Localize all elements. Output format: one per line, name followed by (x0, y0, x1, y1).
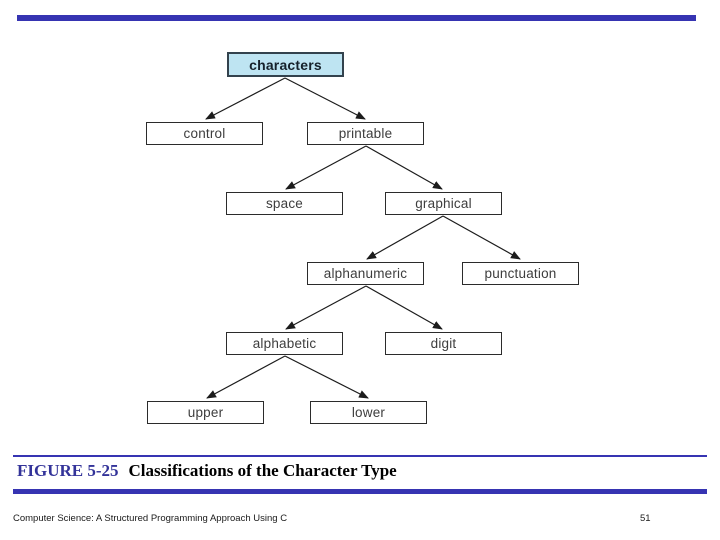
edge-alphabetic-upper (206, 355, 286, 399)
node-upper: upper (147, 401, 264, 424)
figure-label: FIGURE 5-25 (17, 461, 119, 480)
tree-edges (205, 77, 521, 399)
tree-diagram: characters control printable space graph… (146, 52, 579, 424)
node-alphabetic: alphabetic (226, 332, 343, 355)
edge-alphanumeric-digit (365, 285, 443, 330)
edge-graphical-punctuation (442, 215, 521, 260)
caption-top-rule (13, 455, 707, 457)
edge-printable-space (285, 145, 367, 190)
caption-bottom-rule (13, 489, 707, 494)
node-control: control (146, 122, 263, 145)
figure-caption: FIGURE 5-25 Classifications of the Charac… (17, 461, 707, 481)
edge-graphical-alphanumeric (366, 215, 444, 260)
top-accent-bar (17, 15, 696, 21)
edge-characters-control (205, 77, 286, 120)
node-lower: lower (310, 401, 427, 424)
node-punctuation: punctuation (462, 262, 579, 285)
slide-footer: Computer Science: A Structured Programmi… (0, 513, 720, 529)
node-digit: digit (385, 332, 502, 355)
edge-alphanumeric-alphabetic (285, 285, 367, 330)
node-alphanumeric: alphanumeric (307, 262, 424, 285)
footer-page-number: 51 (640, 513, 651, 524)
edge-printable-graphical (365, 145, 443, 190)
edge-characters-printable (284, 77, 366, 120)
edge-alphabetic-lower (284, 355, 369, 399)
footer-book-title: Computer Science: A Structured Programmi… (13, 513, 288, 524)
node-space: space (226, 192, 343, 215)
node-characters: characters (227, 52, 344, 77)
node-graphical: graphical (385, 192, 502, 215)
node-printable: printable (307, 122, 424, 145)
figure-title: Classifications of the Character Type (128, 461, 397, 480)
